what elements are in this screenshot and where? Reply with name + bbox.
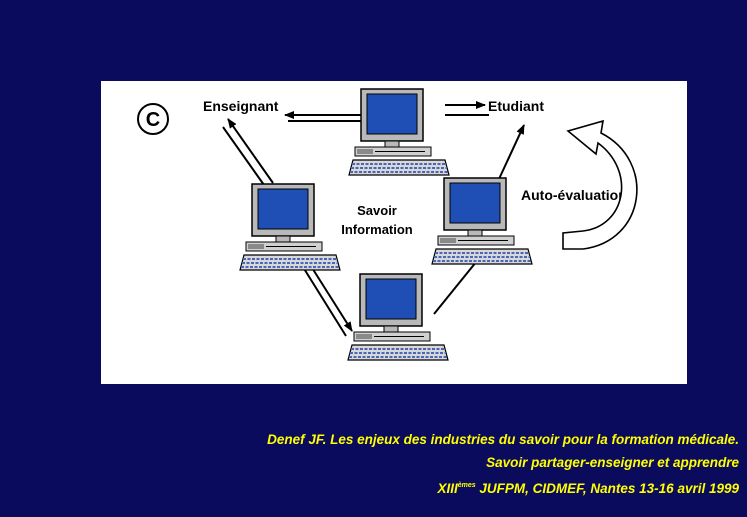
label-information: Information [341, 222, 413, 237]
citation-line-3: XIIIèmes JUFPM, CIDMEF, Nantes 13-16 avr… [139, 474, 739, 500]
computer-right [431, 177, 533, 265]
arrow-left-to-enseignant [227, 118, 274, 184]
computer-left [239, 183, 341, 271]
circle-c-label: C [146, 109, 160, 131]
citation-edition-suffix: èmes [457, 482, 476, 489]
label-savoir: Savoir [357, 203, 397, 218]
diagram-panel: C Enseignant Etudiant Savoir Information… [101, 81, 687, 384]
label-auto-evaluation: Auto-évaluation [521, 187, 627, 203]
circle-c-badge [137, 103, 169, 135]
arrow-left-to-bottom [308, 262, 353, 332]
self-evaluation-arrow [562, 119, 638, 250]
arrow-right-to-etudiant [498, 124, 525, 180]
computer-bottom [347, 273, 449, 361]
network-diagram: C Enseignant Etudiant Savoir Information… [137, 88, 638, 361]
citation-event: JUFPM, CIDMEF, Nantes 13-16 avril 1999 [475, 481, 739, 496]
citation-line-2: Savoir partager-enseigner et apprendre [486, 455, 739, 470]
label-enseignant: Enseignant [203, 98, 279, 114]
computer-top [348, 88, 450, 176]
citation-block: Denef JF. Les enjeux des industries du s… [139, 428, 739, 500]
citation-line-1: Denef JF. Les enjeux des industries du s… [267, 432, 739, 447]
citation-edition: XIII [437, 481, 458, 496]
label-etudiant: Etudiant [488, 98, 544, 114]
